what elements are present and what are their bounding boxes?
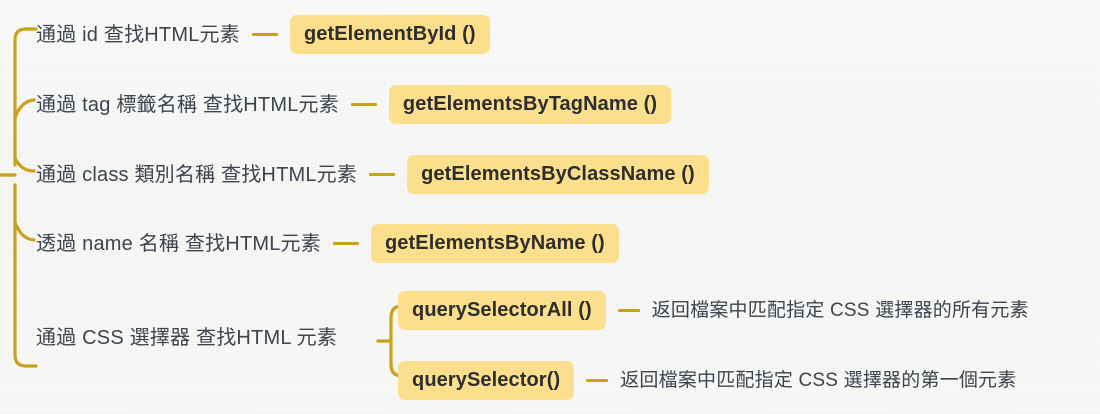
method-description-query-selector: 返回檔案中匹配指定 CSS 選擇器的第一個元素 (620, 370, 1017, 391)
connector-dash-by-id (251, 33, 278, 36)
connector-dash-query-selector-all (617, 309, 640, 312)
branch-line-by-id (13, 27, 38, 42)
method-badge-by-class[interactable]: getElementsByClassName () (407, 155, 709, 194)
branch-line-by-name (13, 220, 36, 242)
connector-dash-by-tag (350, 103, 377, 106)
method-description-query-selector-all: 返回檔案中匹配指定 CSS 選擇器的所有元素 (651, 300, 1029, 321)
branch-line-by-css (13, 353, 38, 368)
branch-line-by-class (13, 156, 36, 173)
branch-topic-by-id: 通過 id 查找HTML元素 (36, 23, 240, 46)
branch-row-by-tag[interactable]: 通過 tag 標籤名稱 查找HTML元素 getElementsByTagNam… (36, 85, 672, 124)
branch-topic-by-css: 通過 CSS 選擇器 查找HTML 元素 (36, 327, 338, 349)
method-badge-query-selector-all[interactable]: querySelectorAll () (398, 291, 606, 330)
method-badge-by-tag[interactable]: getElementsByTagName () (388, 85, 672, 124)
branch-topic-by-class: 通過 class 類別名稱 查找HTML元素 (36, 163, 358, 186)
branch-topic-by-name: 透過 name 名稱 查找HTML元素 (36, 232, 321, 255)
branch-topic-by-tag: 通過 tag 標籤名稱 查找HTML元素 (36, 93, 339, 116)
branch-row-by-class[interactable]: 通過 class 類別名稱 查找HTML元素 getElementsByClas… (36, 155, 709, 194)
connector-dash-by-name (332, 242, 359, 245)
method-badge-query-selector[interactable]: querySelector() (398, 361, 575, 400)
branch-row-by-name[interactable]: 透過 name 名稱 查找HTML元素 getElementsByName () (36, 224, 619, 263)
method-badge-by-id[interactable]: getElementById () (289, 15, 490, 54)
connector-dash-query-selector (586, 379, 609, 382)
branch-row-by-css[interactable]: 通過 CSS 選擇器 查找HTML 元素 (36, 328, 337, 348)
branch-row-query-selector-all[interactable]: querySelectorAll () 返回檔案中匹配指定 CSS 選擇器的所有… (398, 291, 1029, 330)
method-badge-by-name[interactable]: getElementsByName () (370, 224, 619, 263)
branch-row-by-id[interactable]: 通過 id 查找HTML元素 getElementById () (36, 15, 490, 54)
branch-line-by-tag (13, 98, 36, 120)
connector-dash-by-class (369, 173, 396, 176)
branch-row-query-selector[interactable]: querySelector() 返回檔案中匹配指定 CSS 選擇器的第一個元素 (398, 361, 1016, 400)
